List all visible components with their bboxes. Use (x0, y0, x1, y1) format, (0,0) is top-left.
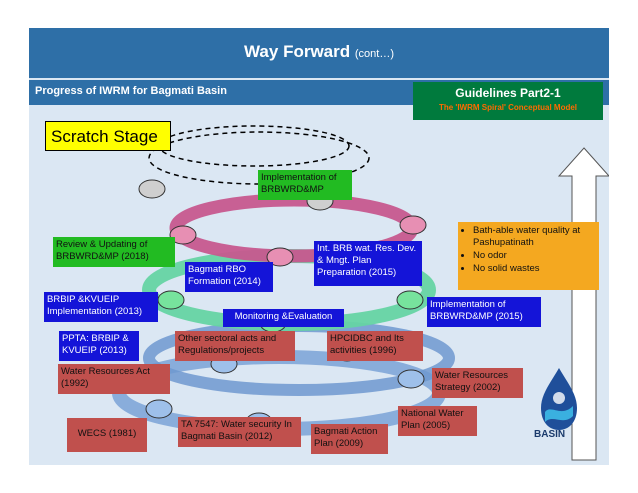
page-subtitle: (cont…) (354, 48, 394, 60)
scratch-stage-label: Scratch Stage (45, 121, 171, 151)
box-wecs: WECS (1981) (67, 418, 147, 452)
box-hpcidbc: HPCIDBC and Its activities (1996) (327, 331, 423, 361)
node-grey-1 (138, 179, 166, 199)
box-ppta: PPTA: BRBIP & KVUEIP (2013) (59, 331, 139, 361)
guidelines-title: Guidelines Part2-1 (413, 86, 603, 100)
progress-label: Progress of IWRM for Bagmati Basin (35, 85, 227, 97)
guidelines-title-a: Guidelines (455, 86, 517, 100)
box-water-act: Water Resources Act (1992) (58, 364, 170, 394)
goal-item: Bath-able water quality at Pashupatinath (473, 225, 596, 249)
box-nwp: National Water Plan (2005) (398, 406, 477, 436)
progress-arrow (557, 147, 609, 461)
goal-item: No odor (473, 250, 596, 262)
box-impl-top: Implementation of BRBWRD&MP (258, 170, 352, 200)
guidelines-box: Guidelines Part2-1 The 'IWRM Spiral' Con… (413, 82, 603, 120)
goals-list: Bath-able water quality at Pashupatinath… (461, 225, 596, 275)
node-pink-1 (399, 215, 427, 235)
node-pink-2 (266, 247, 294, 267)
box-brbip: BRBIP &KVUEIP Implementation (2013) (44, 292, 158, 322)
slide: Way Forward (cont…) Progress of IWRM for… (29, 28, 609, 465)
node-green-1 (396, 290, 424, 310)
box-rbo: Bagmati RBO Formation (2014) (185, 262, 273, 292)
node-blue-2 (145, 399, 173, 419)
box-int-brb: Int. BRB wat. Res. Dev. & Mngt. Plan Pre… (314, 241, 422, 286)
title-bar: Way Forward (cont…) (29, 28, 609, 78)
box-ta: TA 7547: Water security In Bagmati Basin… (178, 417, 301, 447)
node-green-2 (157, 290, 185, 310)
guidelines-subtitle: The 'IWRM Spiral' Conceptual Model (438, 103, 578, 112)
basin-logo-icon (541, 368, 577, 430)
node-pink-3 (169, 225, 197, 245)
guidelines-title-b: Part2-1 (520, 86, 561, 100)
goal-item: No solid wastes (473, 263, 596, 275)
node-blue-1 (397, 369, 425, 389)
box-review: Review & Updating of BRBWRD&MP (2018) (53, 237, 175, 267)
box-bap: Bagmati Action Plan (2009) (311, 424, 388, 454)
box-other-acts: Other sectoral acts and Regulations/proj… (175, 331, 295, 361)
logo-text: BASIN (534, 429, 566, 440)
box-wr-strategy: Water Resources Strategy (2002) (432, 368, 523, 398)
box-monitoring: Monitoring &Evaluation (223, 309, 344, 327)
goals-box: Bath-able water quality at Pashupatinath… (458, 222, 599, 290)
box-impl-2015: Implementation of BRBWRD&MP (2015) (427, 297, 541, 327)
page-title: Way Forward (244, 42, 351, 61)
